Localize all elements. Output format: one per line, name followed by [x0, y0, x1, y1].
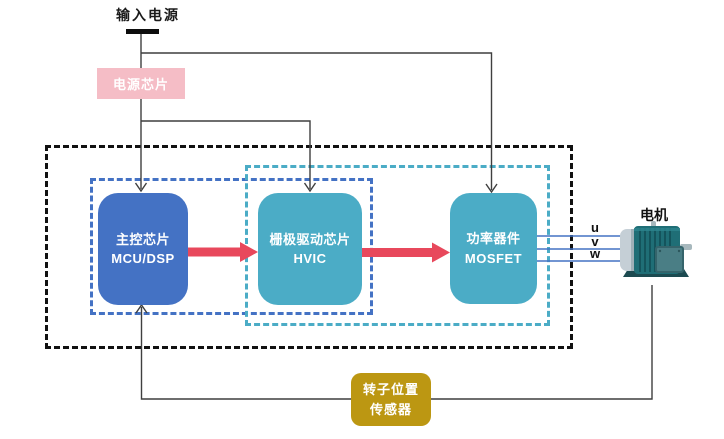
sensor-label-line1: 转子位置 [362, 382, 419, 397]
phase-w-label: w [589, 246, 601, 261]
mcu-label-en: MCU/DSP [111, 251, 175, 266]
motor-junction-box [655, 246, 684, 273]
motor-icon [620, 221, 692, 277]
rotor-position-sensor-block: 转子位置 传感器 [351, 373, 431, 426]
arrowhead-hvic [303, 182, 317, 193]
drive-section-dashed-box [245, 165, 550, 326]
junction-box-screw [658, 249, 662, 253]
input-power-label: 输入电源 [116, 7, 180, 23]
gate-driver-label-en: HVIC [293, 251, 327, 266]
arrowhead-feedback-up [135, 303, 148, 314]
phase-u-label: u [591, 220, 599, 235]
wire-power-to-hvic [141, 120, 311, 189]
phase-wires [537, 235, 622, 262]
motor-label: 电机 [640, 207, 668, 223]
mcu-block: 主控芯片 MCU/DSP [98, 193, 188, 305]
system-boundary-dashed-box [45, 145, 573, 349]
phase-v-label: v [591, 234, 599, 249]
power-device-label-cn: 功率器件 [466, 231, 521, 246]
wire-power-to-mosfet [141, 52, 493, 190]
power-terminal-bar [126, 29, 159, 34]
power-chip-block: 电源芯片 [97, 68, 185, 99]
power-chip-label: 电源芯片 [112, 77, 169, 92]
arrowhead-mcu [134, 182, 148, 193]
motor-end-cap-shade [631, 229, 636, 271]
gate-driver-block: 栅极驱动芯片 HVIC [258, 193, 362, 305]
mcu-label-cn: 主控芯片 [115, 231, 170, 247]
motor-body-highlight [634, 228, 680, 231]
arrowhead-mosfet [485, 183, 498, 194]
gate-driver-label-cn: 栅极驱动芯片 [269, 231, 351, 247]
arrow-mcu-to-hvic [188, 242, 258, 262]
control-section-dashed-box [90, 178, 373, 315]
power-wires [134, 33, 498, 194]
power-device-label-en: MOSFET [464, 250, 523, 266]
arrow-hvic-to-mosfet [362, 242, 450, 263]
signal-arrows [188, 242, 450, 263]
power-device-block: 功率器件 MOSFET [450, 193, 537, 304]
junction-box-screw [677, 249, 681, 253]
sensor-label-line2: 传感器 [369, 401, 412, 417]
